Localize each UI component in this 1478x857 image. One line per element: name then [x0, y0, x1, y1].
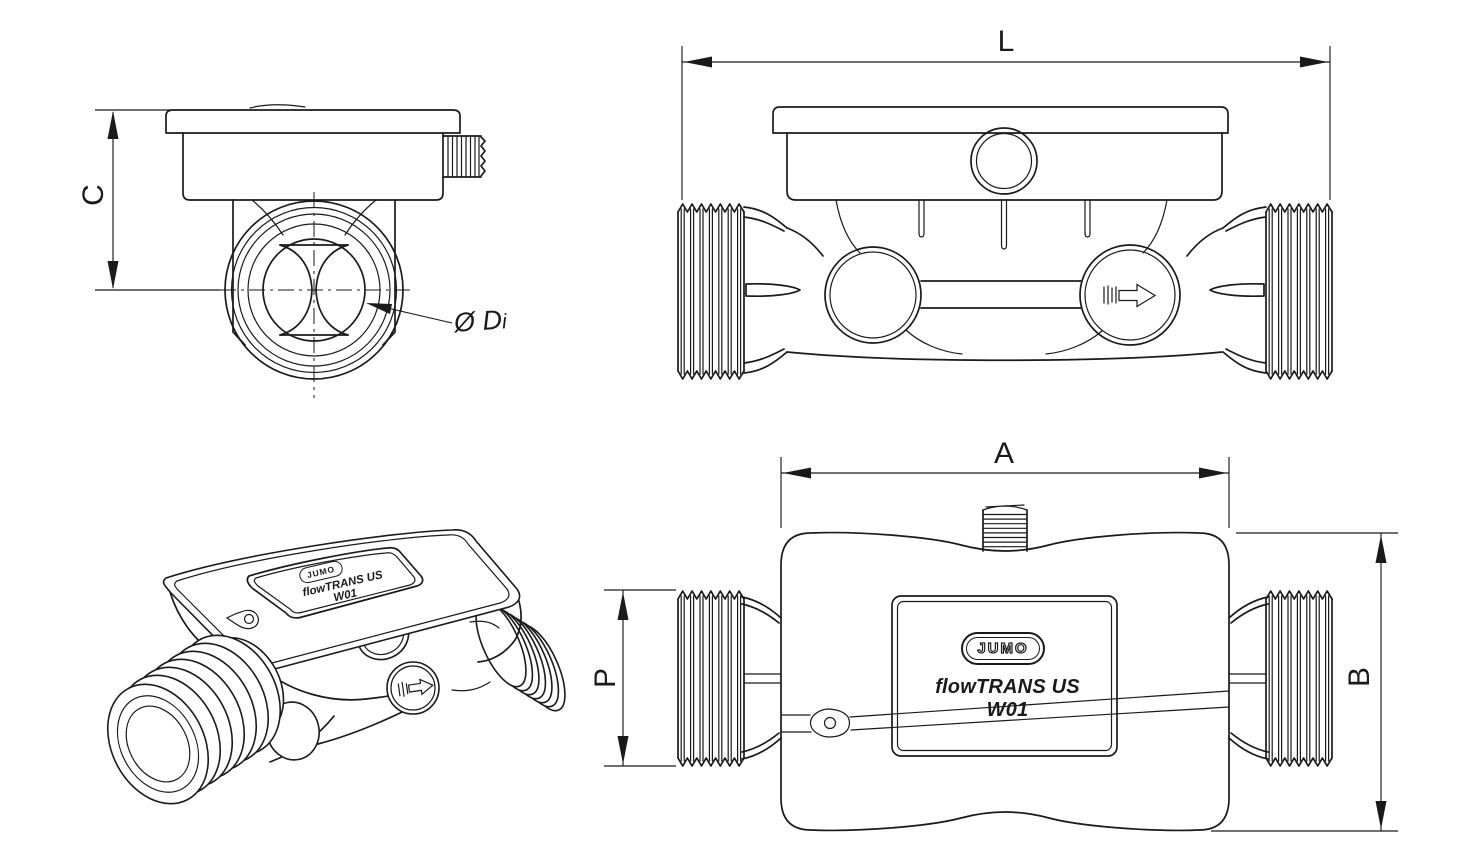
dim-label-a: A	[993, 437, 1014, 470]
dim-label-c: C	[77, 184, 110, 206]
top-seal-hole	[823, 716, 837, 730]
side-view-art	[677, 46, 1333, 380]
jumo-logo: JUMO	[961, 632, 1045, 665]
top-label-plate	[891, 595, 1118, 757]
isometric-view-art	[106, 529, 566, 805]
top-right-thread	[1265, 590, 1333, 767]
side-right-thread	[1265, 203, 1333, 380]
inner-diameter-leader	[366, 303, 453, 324]
iso-left-thread	[106, 634, 285, 805]
iso-right-thread	[475, 600, 566, 712]
jumo-logo-inner-ring: JUMO	[966, 637, 1040, 660]
top-left-thread	[677, 590, 745, 767]
iso-flow-badge	[386, 661, 440, 715]
iso-lid	[162, 529, 521, 674]
front-housing	[165, 104, 486, 201]
side-housing	[772, 106, 1229, 250]
top-view-art	[604, 457, 1398, 832]
dimension-p	[604, 589, 676, 767]
front-view-art	[95, 104, 486, 398]
inner-diameter-label: Ø Di	[453, 304, 508, 339]
dim-label-l: L	[997, 25, 1015, 58]
product-model-label: flowTRANS US W01	[935, 676, 1080, 721]
dim-label-b: B	[1343, 667, 1376, 688]
dim-label-p: P	[589, 668, 622, 689]
top-body	[780, 504, 1230, 832]
flow-direction-arrow-icon	[1103, 283, 1157, 308]
dimension-b	[1211, 532, 1398, 832]
side-left-thread	[677, 203, 745, 380]
dimension-a	[780, 457, 1230, 528]
dimension-c	[95, 109, 220, 291]
side-body	[743, 199, 1267, 374]
iso-seal-hole	[243, 613, 255, 625]
jumo-logo-text: JUMO	[977, 639, 1029, 657]
front-pipe-flange	[224, 200, 404, 380]
dimension-l	[681, 46, 1331, 200]
top-cones	[741, 596, 1269, 760]
iso-jumo-logo-text: JUMO	[305, 563, 337, 581]
inner-diameter-prefix: Ø D	[452, 304, 503, 338]
